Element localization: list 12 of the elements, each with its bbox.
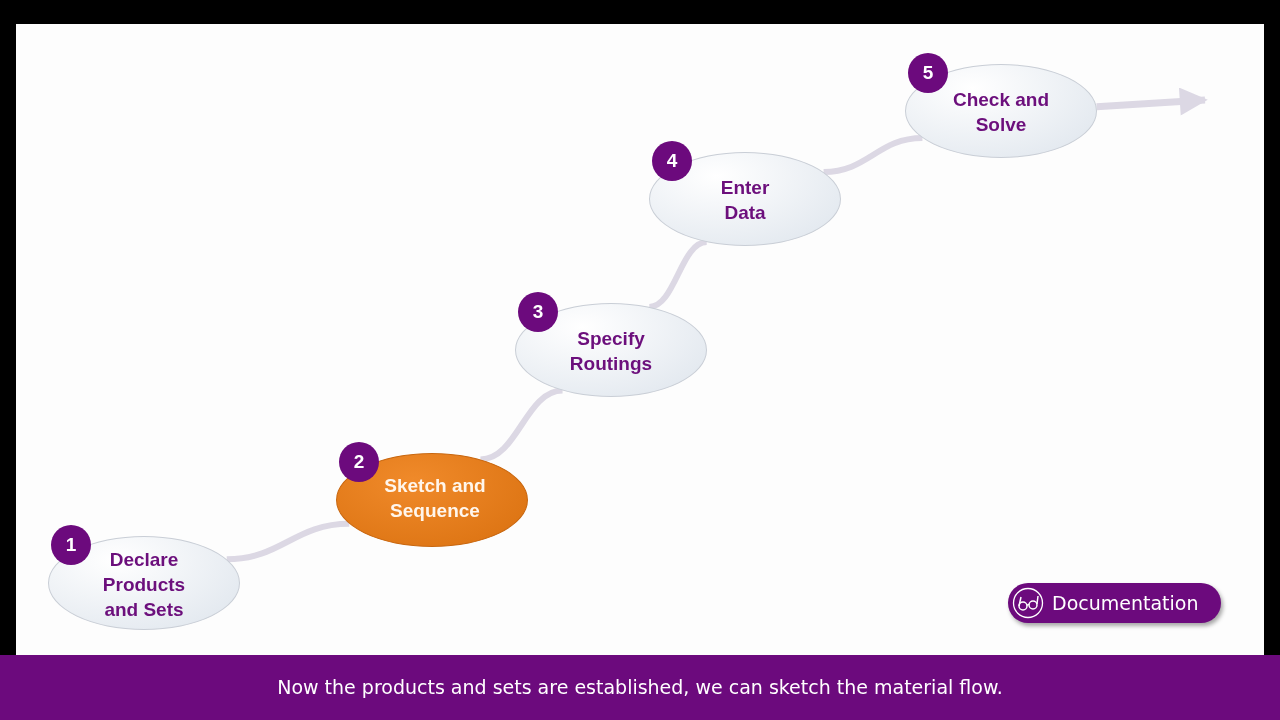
step-label: Enter Data [719, 176, 771, 225]
connector-line [226, 520, 350, 563]
arrow [1096, 87, 1208, 116]
step-label: Sketch and Sequence [383, 474, 487, 523]
step-label: Declare Products and Sets [101, 547, 187, 622]
step-label: Check and Solve [951, 88, 1051, 137]
step-label: Specify Routings [568, 327, 654, 376]
connector-line [823, 135, 923, 175]
caption-text: Now the products and sets are established, we can sketch the material flow. [277, 675, 1003, 701]
connector-line [479, 387, 564, 463]
connector-line [648, 239, 708, 310]
documentation-button: Documentation [1008, 583, 1221, 623]
